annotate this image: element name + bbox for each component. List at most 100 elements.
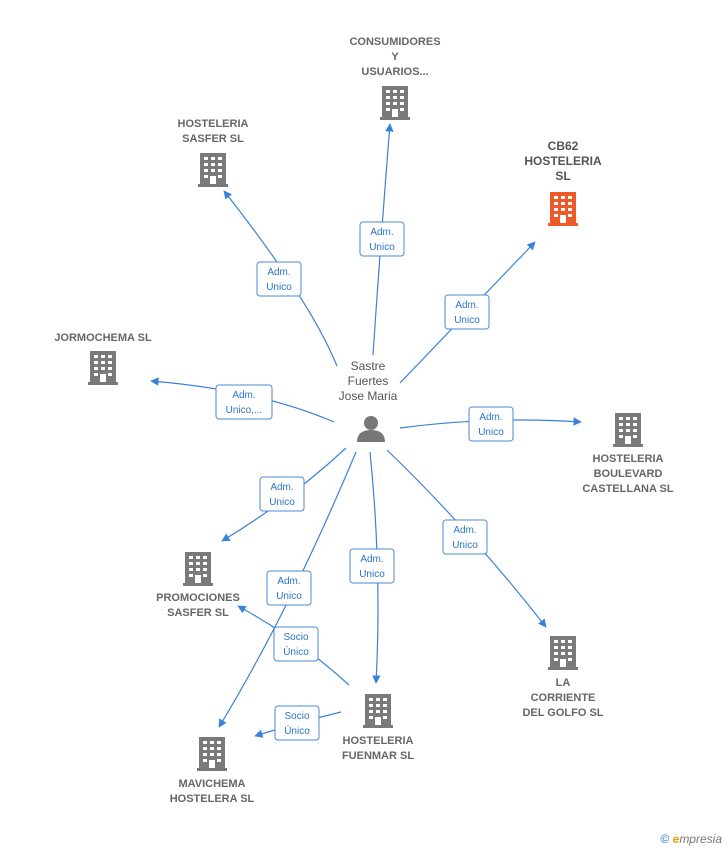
company-name: HOSTELERA SL	[170, 793, 255, 805]
edge-label-box	[444, 294, 490, 330]
building-icon	[198, 153, 228, 187]
company-name: HOSTELERIA	[178, 118, 249, 130]
edge-label-text: Adm.	[267, 267, 290, 278]
edge-label-text: Socio	[284, 711, 309, 722]
company-node-mavichema[interactable]: MAVICHEMA HOSTELERA SL	[170, 737, 255, 805]
company-name: CONSUMIDORES	[349, 36, 440, 48]
building-icon	[197, 737, 227, 771]
building-icon	[548, 192, 578, 226]
edge-label-text: Unico	[478, 427, 504, 438]
edge-label[interactable]: Adm. Unico	[256, 261, 302, 297]
edge-label-box	[259, 476, 305, 512]
company-name: Y	[391, 51, 399, 63]
edge-label-text: Unico	[369, 242, 395, 253]
edge-label[interactable]: Adm. Unico	[442, 519, 488, 555]
person-icon	[357, 416, 385, 442]
person-name: Jose Maria	[339, 389, 398, 403]
company-name: BOULEVARD	[594, 468, 663, 480]
edge-label-text: Adm.	[370, 227, 393, 238]
company-name: HOSTELERIA	[524, 154, 602, 168]
edge-label-text: Unico	[266, 282, 292, 293]
edge-label-box	[442, 519, 488, 555]
company-name: HOSTELERIA	[343, 735, 414, 747]
edge-label-box	[359, 221, 405, 257]
company-name: DEL GOLFO SL	[522, 707, 603, 719]
edge-label-text: Único	[283, 645, 309, 658]
company-name: SASFER SL	[167, 607, 229, 619]
company-node-promociones[interactable]: PROMOCIONES SASFER SL	[156, 552, 240, 619]
company-name: CASTELLANA SL	[582, 483, 674, 495]
edge-center-boulevard: Adm. Unico	[399, 406, 582, 442]
edge-center-cb62: Adm. Unico	[399, 241, 536, 384]
edge-label-box	[273, 626, 319, 662]
company-node-consumidores[interactable]: CONSUMIDORES Y USUARIOS...	[349, 36, 441, 120]
copyright-footer: © empresia	[660, 832, 722, 846]
company-name: USUARIOS...	[361, 66, 428, 78]
edge-label-text: Único	[284, 724, 310, 737]
edge-label-text: Unico	[454, 315, 480, 326]
building-icon	[88, 351, 118, 385]
edge-label-text: Adm.	[455, 300, 478, 311]
edge-center-promociones: Adm. Unico	[221, 447, 347, 542]
person-name: Fuertes	[348, 374, 389, 388]
company-name: PROMOCIONES	[156, 592, 240, 604]
edge-label[interactable]: Adm. Unico	[444, 294, 490, 330]
edge-label-text: Adm.	[360, 554, 383, 565]
edge-label[interactable]: Adm. Unico	[359, 221, 405, 257]
edge-label-text: Adm.	[453, 525, 476, 536]
copyright-symbol: ©	[660, 832, 670, 846]
company-name: CB62	[548, 139, 579, 153]
company-name: JORMOCHEMA SL	[54, 332, 152, 344]
edge-label-text: Unico	[359, 569, 385, 580]
building-icon	[363, 694, 393, 728]
edge-label-text: Unico,...	[226, 405, 263, 416]
edge-center-mavichema: Adm. Unico	[218, 451, 357, 728]
edge-label-text: Adm.	[232, 390, 255, 401]
company-name: CORRIENTE	[531, 692, 596, 704]
company-node-fuenmar[interactable]: HOSTELERIA FUENMAR SL	[342, 694, 414, 762]
edge-label-box	[468, 406, 514, 442]
company-name: HOSTELERIA	[593, 453, 664, 465]
person-name: Sastre	[351, 359, 386, 373]
edge-label-text: Adm.	[277, 576, 300, 587]
edge-label[interactable]: Adm. Unico	[468, 406, 514, 442]
company-node-sasfer[interactable]: HOSTELERIA SASFER SL	[178, 118, 249, 187]
nodes-layer: CONSUMIDORESYUSUARIOS...CB62HOSTELERIASL…	[54, 36, 674, 805]
edge-center-jormochema: Adm. Unico,...	[150, 377, 335, 423]
edge-label-text: Adm.	[270, 482, 293, 493]
edge-label-box	[256, 261, 302, 297]
edge-label[interactable]: Adm.Unico	[266, 570, 312, 606]
edge-center-consumidores: Adm. Unico	[359, 123, 405, 356]
brand-logo[interactable]: empresia	[672, 832, 722, 846]
edge-label-text: Adm.	[479, 412, 502, 423]
company-node-boulevard[interactable]: HOSTELERIA BOULEVARD CASTELLANA SL	[582, 413, 674, 495]
edge-label-text: Unico	[452, 540, 478, 551]
company-name: FUENMAR SL	[342, 750, 414, 762]
building-icon	[183, 552, 213, 586]
edge-label-text: Unico	[269, 497, 295, 508]
edge-label-box	[349, 548, 395, 584]
edge-label-text: Socio	[283, 632, 308, 643]
edges-layer: Adm.UnicoAdm.UnicoAdm.UnicoAdm.Unico,...…	[150, 123, 582, 741]
edge-label-box	[266, 570, 312, 606]
company-name: MAVICHEMA	[178, 778, 245, 790]
edge-label-box	[274, 705, 320, 741]
edge-label[interactable]: Adm. Unico	[349, 548, 395, 584]
edge-label[interactable]: Adm. Unico	[259, 476, 305, 512]
edge-label-box	[215, 384, 273, 420]
edge-label[interactable]: Adm. Unico,...	[215, 384, 273, 420]
edge-center-corriente: Adm. Unico	[386, 449, 547, 628]
company-node-jormochema[interactable]: JORMOCHEMA SL	[54, 332, 152, 385]
edge-center-sasfer: Adm. Unico	[223, 190, 338, 367]
building-icon	[613, 413, 643, 447]
company-name: SL	[555, 169, 570, 183]
company-name: SASFER SL	[182, 133, 244, 145]
edge-center-fuenmar: Adm. Unico	[349, 451, 395, 684]
